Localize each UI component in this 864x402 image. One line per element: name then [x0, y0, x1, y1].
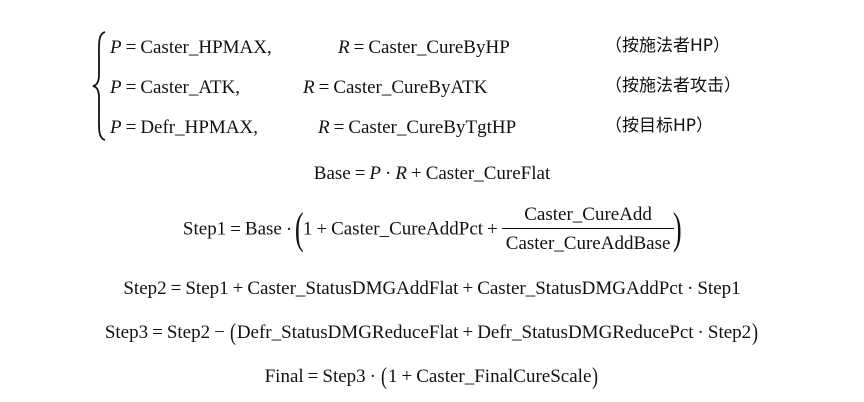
step2-equation: Step2=Step1+Caster_StatusDMGAddFlat+Cast… [123, 278, 741, 299]
left-paren: ( [380, 364, 387, 390]
step1-equation: Step1=Base·(1+Caster_CureAddPct+ Caster_… [182, 204, 683, 255]
cure-add-fraction: Caster_CureAdd Caster_CureAddBase [501, 204, 675, 255]
r-symbol: R [395, 163, 407, 184]
r-symbol: R [318, 117, 330, 138]
r-value: Caster_CureByTgtHP [348, 117, 517, 138]
cure-add-pct: Caster_CureAddPct [331, 218, 484, 240]
equals-sign: = [125, 117, 137, 138]
one-term: 1 [387, 366, 398, 387]
step1-term: Step1 [185, 278, 229, 299]
r-symbol: R [303, 77, 315, 98]
fraction-denominator: Caster_CureAddBase [505, 233, 671, 255]
base-equation: Base=P·R+Caster_CureFlat [313, 163, 551, 184]
final-equation: Final=Step3·(1+Caster_FinalCureScale) [264, 364, 599, 390]
cure-flat: Caster_CureFlat [425, 163, 551, 184]
final-cure-scale: Caster_FinalCureScale [416, 366, 592, 387]
case-note: （按施法者攻击） [605, 76, 741, 96]
left-paren: ( [295, 204, 304, 254]
p-symbol: P [369, 163, 382, 184]
equals-sign: = [125, 77, 137, 98]
step2-lhs: Step2 [123, 278, 167, 299]
right-paren: ) [592, 364, 599, 390]
base-lhs: Base [313, 163, 351, 184]
p-symbol: P [110, 77, 122, 98]
step2-term: Step2 [166, 322, 211, 343]
status-dmg-add-flat: Caster_StatusDMGAddFlat [247, 278, 459, 299]
r-value: Caster_CureByHP [368, 37, 510, 58]
equals-sign: = [125, 37, 137, 58]
right-paren: ) [752, 320, 759, 346]
step1-term: Step1 [697, 278, 741, 299]
left-paren: ( [229, 320, 236, 346]
p-value: Caster_ATK, [140, 77, 241, 98]
status-dmg-add-pct: Caster_StatusDMGAddPct [477, 278, 684, 299]
one-term: 1 [302, 218, 313, 240]
final-lhs: Final [264, 366, 304, 387]
left-brace [92, 31, 106, 141]
right-paren: ) [673, 204, 683, 254]
step3-equation: Step3=Step2−(Defr_StatusDMGReduceFlat+De… [104, 320, 759, 346]
status-dmg-reduce-pct: Defr_StatusDMGReducePct [477, 322, 694, 343]
step3-lhs: Step3 [104, 322, 149, 343]
fraction-numerator: Caster_CureAdd [524, 204, 652, 225]
p-value: Caster_HPMAX, [140, 37, 272, 58]
p-symbol: P [110, 37, 122, 58]
r-symbol: R [338, 37, 350, 58]
r-value: Caster_CureByATK [333, 77, 488, 98]
base-term: Base [244, 218, 282, 240]
step3-term: Step3 [322, 366, 366, 387]
step2-term: Step2 [707, 322, 752, 343]
step1-lhs: Step1 [182, 218, 227, 240]
p-value: Defr_HPMAX, [140, 117, 259, 138]
fraction-bar [501, 228, 675, 230]
cases-block: P=Caster_HPMAX, R=Caster_CureByHP （按施法者H… [92, 30, 792, 148]
p-symbol: P [110, 117, 122, 138]
status-dmg-reduce-flat: Defr_StatusDMGReduceFlat [236, 322, 459, 343]
case-note: （按目标HP） [605, 116, 714, 136]
case-note: （按施法者HP） [605, 36, 731, 56]
